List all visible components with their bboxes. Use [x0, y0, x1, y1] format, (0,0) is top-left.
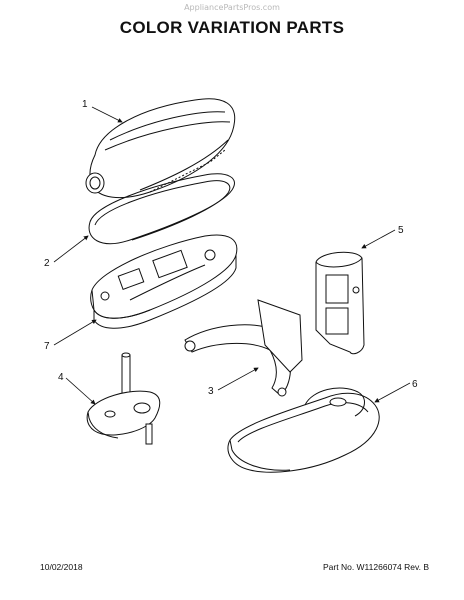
- part-6-base: [227, 387, 380, 473]
- callout-2: 2: [44, 258, 50, 269]
- part-7-motor-base: [90, 234, 238, 329]
- part-2-trim-band: [88, 173, 235, 245]
- callout-5: 5: [398, 225, 404, 236]
- part-3-support-bracket: [184, 299, 303, 397]
- callout-4: 4: [58, 372, 64, 383]
- footer-part-number: Part No. W11266074 Rev. B: [323, 562, 429, 572]
- part-5-column: [315, 251, 365, 355]
- callout-1: 1: [82, 99, 88, 110]
- callout-6: 6: [412, 379, 418, 390]
- page-title: COLOR VARIATION PARTS: [119, 18, 345, 37]
- footer-date: 10/02/2018: [40, 562, 83, 572]
- callout-3: 3: [208, 386, 214, 397]
- part-1-motor-housing: [85, 98, 236, 199]
- part-4-gear-plate: [86, 352, 161, 445]
- watermark: AppliancePartsPros.com: [184, 3, 280, 12]
- callout-7: 7: [44, 341, 50, 352]
